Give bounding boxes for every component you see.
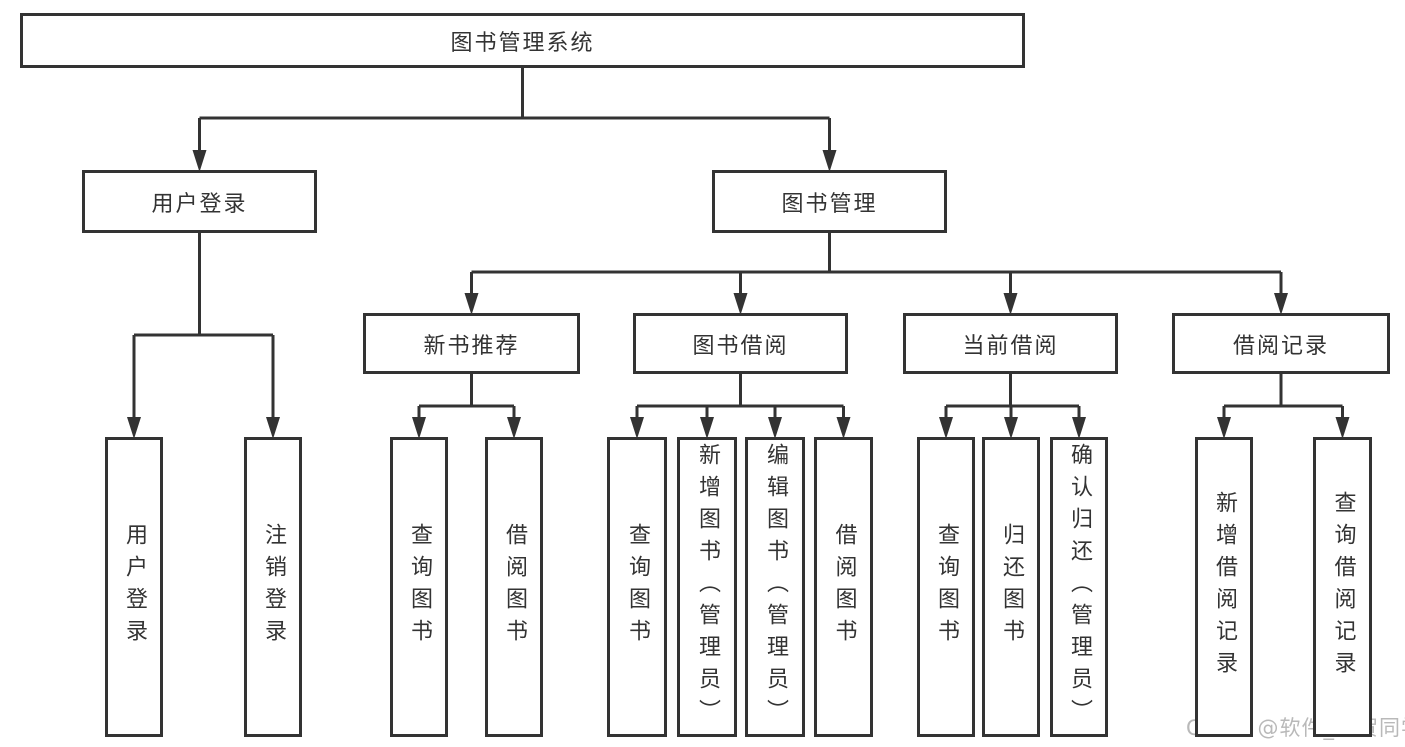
node-book-borrow: 图书借阅 bbox=[633, 313, 848, 374]
node-current-borrow: 当前借阅 bbox=[903, 313, 1118, 374]
node-label-root: 图书管理系统 bbox=[450, 30, 595, 56]
node-borrow-record: 借阅记录 bbox=[1172, 313, 1390, 374]
node-label-leaf-logout: 注销登录 bbox=[261, 523, 286, 651]
node-leaf-cb-query: 查询图书 bbox=[917, 437, 975, 737]
node-leaf-cb-confirm: 确认归还（管理员） bbox=[1050, 437, 1108, 737]
node-label-new-book-rec: 新书推荐 bbox=[423, 333, 520, 359]
node-label-leaf-cb-confirm: 确认归还（管理员） bbox=[1067, 443, 1092, 731]
node-label-current-borrow: 当前借阅 bbox=[962, 333, 1059, 359]
node-leaf-bb-edit: 编辑图书（管理员） bbox=[745, 437, 805, 737]
node-leaf-bb-borrow: 借阅图书 bbox=[814, 437, 873, 737]
node-label-borrow-record: 借阅记录 bbox=[1232, 333, 1329, 359]
node-label-leaf-bb-add: 新增图书（管理员） bbox=[695, 443, 720, 731]
node-leaf-nb-query: 查询图书 bbox=[390, 437, 448, 737]
node-label-leaf-nb-query: 查询图书 bbox=[407, 523, 432, 651]
node-label-book-borrow: 图书借阅 bbox=[692, 333, 789, 359]
node-leaf-nb-borrow: 借阅图书 bbox=[485, 437, 543, 737]
node-label-user-login: 用户登录 bbox=[151, 191, 248, 217]
node-leaf-logout: 注销登录 bbox=[244, 437, 302, 737]
node-root: 图书管理系统 bbox=[20, 13, 1025, 68]
node-user-login: 用户登录 bbox=[82, 170, 317, 233]
node-label-leaf-br-query: 查询借阅记录 bbox=[1330, 491, 1356, 683]
node-leaf-bb-add: 新增图书（管理员） bbox=[677, 437, 737, 737]
node-leaf-br-query: 查询借阅记录 bbox=[1313, 437, 1372, 737]
node-leaf-bb-query: 查询图书 bbox=[607, 437, 667, 737]
node-label-leaf-cb-query: 查询图书 bbox=[934, 523, 959, 651]
node-label-leaf-cb-return: 归还图书 bbox=[999, 523, 1024, 651]
node-leaf-user-login: 用户登录 bbox=[105, 437, 163, 737]
node-new-book-rec: 新书推荐 bbox=[363, 313, 580, 374]
node-label-leaf-bb-query: 查询图书 bbox=[625, 523, 650, 651]
node-label-leaf-user-login: 用户登录 bbox=[122, 523, 147, 651]
node-label-leaf-br-add: 新增借阅记录 bbox=[1212, 491, 1237, 683]
node-label-leaf-bb-edit: 编辑图书（管理员） bbox=[763, 443, 788, 731]
tree-connector-path bbox=[132, 68, 1344, 433]
node-label-leaf-nb-borrow: 借阅图书 bbox=[502, 523, 527, 651]
node-leaf-br-add: 新增借阅记录 bbox=[1195, 437, 1253, 737]
node-leaf-cb-return: 归还图书 bbox=[982, 437, 1040, 737]
node-label-book-mgmt: 图书管理 bbox=[781, 191, 878, 217]
node-label-leaf-bb-borrow: 借阅图书 bbox=[831, 523, 857, 651]
node-book-mgmt: 图书管理 bbox=[712, 170, 947, 233]
